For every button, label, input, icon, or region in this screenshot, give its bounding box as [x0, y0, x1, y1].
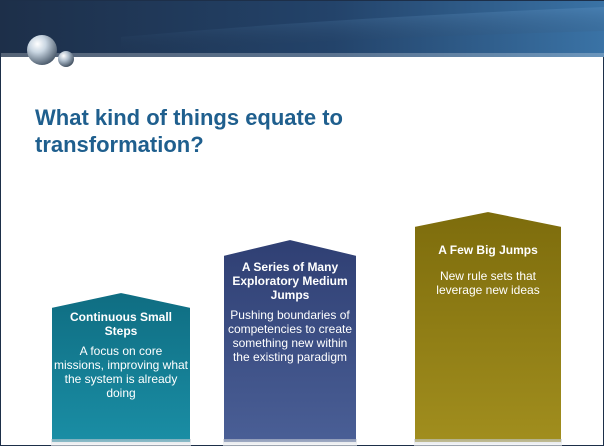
chevron-box-1: [50, 290, 192, 444]
box-body: New rule sets that leverage new ideas: [436, 269, 540, 297]
box-medium-jumps: A Series of Many Exploratory Medium Jump…: [225, 260, 355, 364]
box-big-jumps: A Few Big Jumps New rule sets that lever…: [416, 243, 560, 297]
box-body: A focus on core missions, improving what…: [53, 344, 189, 400]
box-heading: Continuous Small Steps: [70, 310, 172, 338]
slide-title: What kind of things equate to transforma…: [35, 105, 343, 157]
chevron-box-3: [413, 209, 563, 444]
chevron-box-2: [222, 237, 358, 444]
box-heading: A Few Big Jumps: [438, 243, 538, 257]
box-continuous-small-steps: Continuous Small Steps A focus on core m…: [53, 310, 189, 400]
box-heading: A Series of Many Exploratory Medium Jump…: [232, 260, 348, 302]
box-body: Pushing boundaries of competencies to cr…: [227, 308, 353, 364]
header-graphic: [1, 1, 604, 57]
sphere-logo-icon: [27, 35, 74, 67]
header-band: [1, 1, 604, 61]
